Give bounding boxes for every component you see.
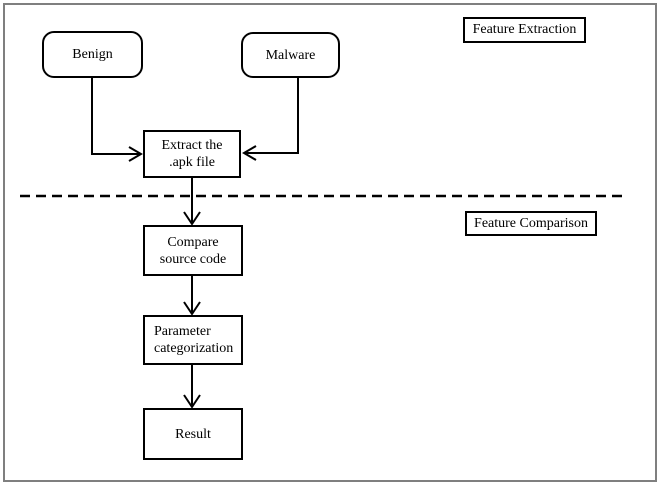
- feature-comparison-label: Feature Comparison: [465, 211, 597, 236]
- arrowhead-right-icon: [128, 146, 143, 162]
- arrow-malware-to-extract: [245, 78, 299, 154]
- arrowhead-down-icon: [183, 394, 201, 409]
- node-malware-label: Malware: [265, 47, 316, 63]
- feature-extraction-label-text: Feature Extraction: [472, 22, 577, 37]
- node-compare-line1: Compare: [167, 234, 219, 250]
- feature-extraction-label: Feature Extraction: [463, 17, 586, 43]
- arrowhead-down-icon: [183, 301, 201, 316]
- node-parameter-line1: Parameter: [154, 324, 211, 339]
- arrowhead-down-icon: [183, 211, 201, 226]
- node-extract-apk-line1: Extract the: [161, 138, 223, 153]
- node-extract-apk: Extract the .apk file: [143, 130, 241, 178]
- arrowhead-left-icon: [242, 145, 257, 161]
- node-parameter-categorization: Parameter categorization: [143, 315, 243, 365]
- node-result-label: Result: [175, 426, 211, 442]
- node-benign-label: Benign: [72, 47, 113, 62]
- node-parameter-line2: categorization: [154, 341, 234, 356]
- node-malware: Malware: [241, 32, 340, 78]
- node-extract-apk-line2: .apk file: [169, 155, 215, 170]
- arrow-benign-to-extract: [91, 78, 140, 155]
- node-compare-line2: source code: [159, 251, 227, 267]
- node-benign: Benign: [42, 31, 143, 78]
- node-result: Result: [143, 408, 243, 460]
- feature-comparison-label-text: Feature Comparison: [474, 215, 588, 231]
- node-compare-source-code: Compare source code: [143, 225, 243, 276]
